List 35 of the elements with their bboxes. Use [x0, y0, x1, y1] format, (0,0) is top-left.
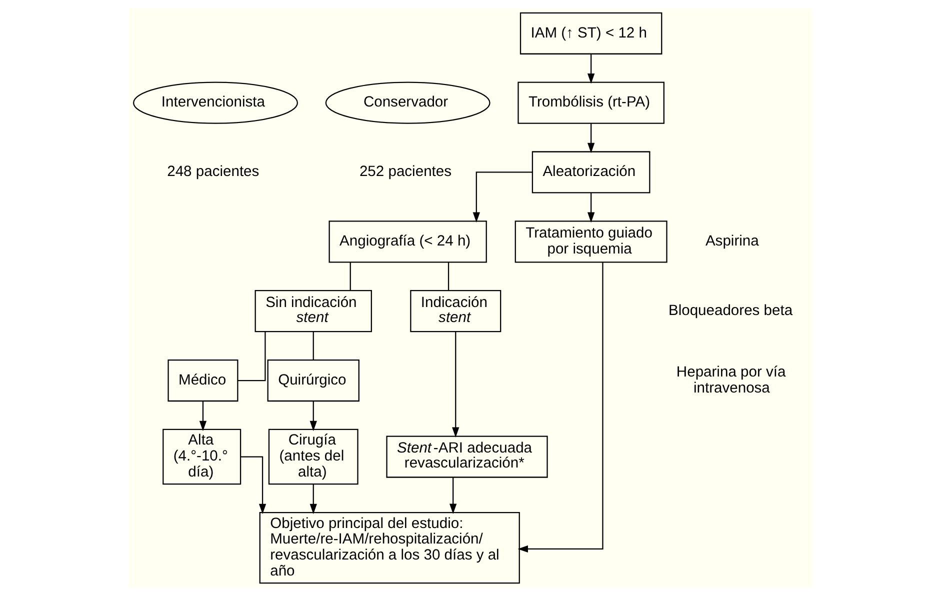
node-box: Sin indicación stent: [254, 290, 372, 332]
node-box: Alta (4.°-10.° día): [162, 428, 241, 485]
node-ellipse: Intervencionista: [132, 82, 298, 124]
node-box: Médico: [167, 359, 238, 402]
arrow: [240, 456, 266, 514]
node-box: Indicación stent: [410, 290, 501, 332]
arrow: [452, 332, 459, 438]
arrow: [448, 477, 456, 514]
node-ellipse: Conservador: [324, 82, 490, 124]
node-box: Cirugía (antes del alta): [268, 428, 358, 485]
label: Bloqueadores beta: [668, 302, 792, 319]
node-box: Tratamiento guiado por isquemia: [514, 220, 667, 263]
node-box: Trombólisis (rt-PA): [517, 82, 664, 124]
node-box: IAM (↑ ST) < 12 h: [519, 12, 662, 54]
connector: [349, 262, 350, 290]
arrow: [472, 172, 532, 223]
label: 252 pacientes: [358, 164, 452, 180]
arrow: [586, 54, 594, 84]
arrow: [198, 401, 206, 432]
label: Heparina por vía intravenosa: [676, 364, 786, 396]
arrow: [309, 484, 316, 514]
node-box: Stent-ARI adecuada revascularización*: [386, 436, 548, 478]
connector: [237, 332, 266, 382]
label: 248 pacientes: [166, 164, 259, 180]
connector: [312, 332, 314, 360]
node-box: Aleatorización: [531, 151, 650, 194]
node-box: Objetivo principal del estudio: Muerte/re-IAM/rehospitalización/ revascularización a los 30 días y al año: [258, 512, 520, 584]
arrow: [309, 401, 316, 432]
arrow: [586, 124, 594, 154]
arrow: [586, 193, 594, 223]
node-box: Angiografía (< 24 h): [328, 220, 486, 263]
node-box: Quirúrgico: [266, 359, 359, 402]
connector: [447, 262, 449, 290]
arrow: [517, 262, 603, 553]
label: Aspirina: [704, 234, 758, 250]
